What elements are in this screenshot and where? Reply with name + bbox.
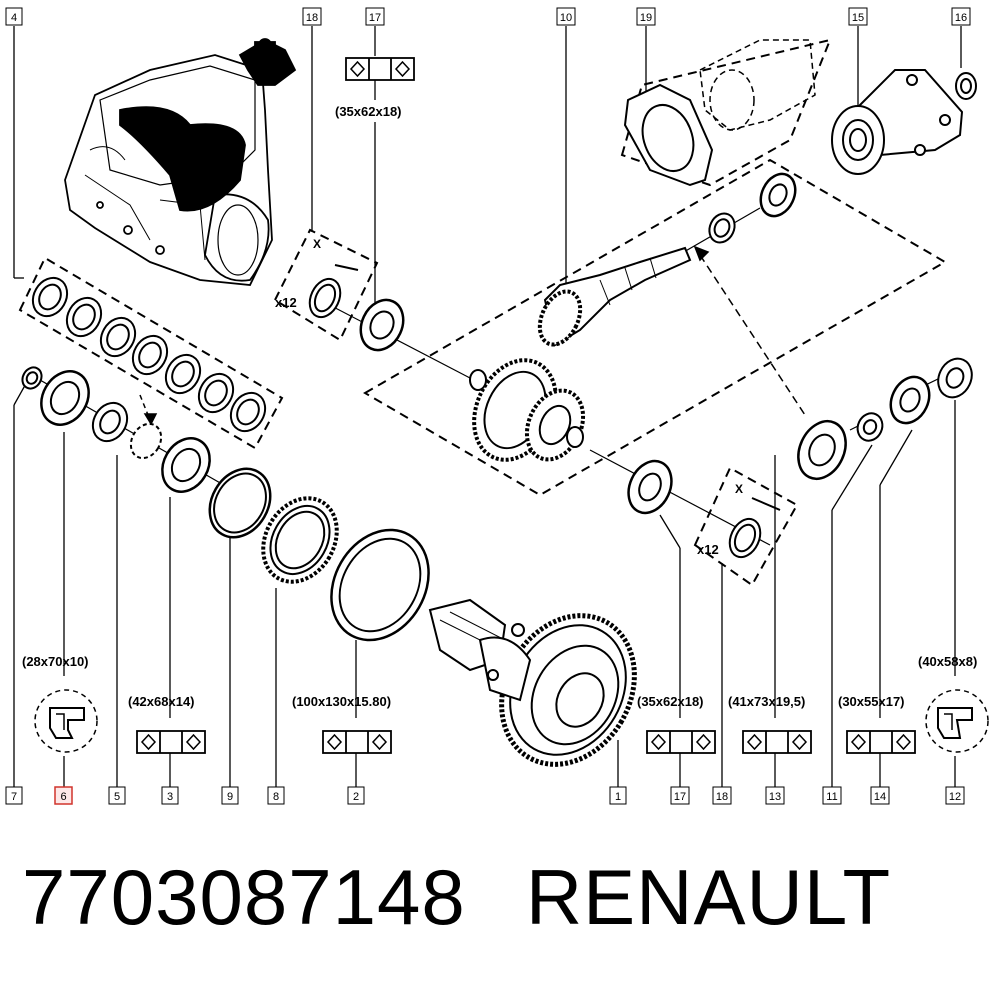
callout-11: 11 xyxy=(822,786,842,805)
callout-19: 19 xyxy=(636,7,656,26)
callout-1: 1 xyxy=(609,786,627,805)
brand-name: RENAULT xyxy=(525,853,892,941)
svg-text:18: 18 xyxy=(306,12,318,24)
callout-12: 12 xyxy=(945,786,965,805)
svg-text:19: 19 xyxy=(640,12,652,24)
svg-text:8: 8 xyxy=(273,791,279,803)
svg-text:12: 12 xyxy=(949,791,961,803)
svg-text:13: 13 xyxy=(769,791,781,803)
svg-text:10: 10 xyxy=(560,12,572,24)
svg-text:2: 2 xyxy=(353,791,359,803)
callout-2: 2 xyxy=(347,786,365,805)
callout-7: 7 xyxy=(5,786,23,805)
x-marks: X x12 X x12 xyxy=(275,237,743,557)
bearing-symbol-17-top xyxy=(345,57,415,81)
bearing-symbol-14 xyxy=(846,730,916,754)
callout-17-bottom: 17 xyxy=(670,786,690,805)
callout-boxes: 4 18 17 10 19 15 16 7 6 5 3 9 8 2 1 17 1… xyxy=(5,7,971,805)
spec-17-bottom: (35x62x18) xyxy=(637,694,704,709)
seal-detail-12 xyxy=(925,689,989,753)
bearing-symbol-17-bottom xyxy=(646,730,716,754)
spec-17-top: (35x62x18) xyxy=(335,104,402,119)
bearing-symbol-3 xyxy=(136,730,206,754)
part-number: 7703087148 xyxy=(22,853,466,941)
leader-lines xyxy=(13,26,962,787)
seal-detail-6 xyxy=(34,689,98,753)
callout-9: 9 xyxy=(221,786,239,805)
callout-14: 14 xyxy=(870,786,890,805)
spec-12: (40x58x8) xyxy=(918,654,977,669)
spec-6: (28x70x10) xyxy=(22,654,89,669)
spec-13: (41x73x19,5) xyxy=(728,694,805,709)
transmission-housing xyxy=(64,38,297,286)
spec-3: (42x68x14) xyxy=(128,694,195,709)
callout-18-top: 18 xyxy=(302,7,322,26)
svg-text:17: 17 xyxy=(674,791,686,803)
svg-text:17: 17 xyxy=(369,12,381,24)
left-shaft-parts xyxy=(21,366,430,642)
callout-16: 16 xyxy=(951,7,971,26)
spec-14: (30x55x17) xyxy=(838,694,905,709)
callout-4: 4 xyxy=(5,7,23,26)
svg-text:14: 14 xyxy=(874,791,886,803)
svg-text:11: 11 xyxy=(826,791,837,803)
pinion-shaft xyxy=(537,246,692,347)
svg-text:15: 15 xyxy=(852,12,864,24)
x12-mark-upper: x12 xyxy=(275,295,297,310)
svg-text:1: 1 xyxy=(615,791,621,803)
crown-gear xyxy=(428,598,637,767)
callout-6: 6 xyxy=(54,786,73,805)
callout-5: 5 xyxy=(108,786,126,805)
x12-mark-lower: x12 xyxy=(697,542,719,557)
svg-text:18: 18 xyxy=(716,791,728,803)
callout-13: 13 xyxy=(765,786,785,805)
arrows xyxy=(139,245,806,426)
svg-text:7: 7 xyxy=(11,791,17,803)
x-mark-lower: X xyxy=(735,482,743,496)
spec-2: (100x130x15.80) xyxy=(292,694,391,709)
svg-text:3: 3 xyxy=(167,791,173,803)
bearing-symbol-13 xyxy=(742,730,812,754)
svg-text:5: 5 xyxy=(114,791,120,803)
svg-text:6: 6 xyxy=(60,791,66,803)
right-bearings xyxy=(627,172,973,559)
svg-text:4: 4 xyxy=(11,12,17,24)
callout-8: 8 xyxy=(267,786,285,805)
callout-15: 15 xyxy=(848,7,868,26)
top-right-parts xyxy=(623,39,977,187)
callout-10: 10 xyxy=(556,7,576,26)
x-mark-upper: X xyxy=(313,237,321,251)
differential-cluster xyxy=(469,358,586,462)
svg-text:9: 9 xyxy=(227,791,233,803)
bearing-symbol-2 xyxy=(322,730,392,754)
callout-3: 3 xyxy=(161,786,179,805)
callout-17-top: 17 xyxy=(365,7,385,26)
callout-18-bottom: 18 xyxy=(712,786,732,805)
spec-labels: (35x62x18) (28x70x10) (42x68x14) (100x13… xyxy=(22,104,977,709)
seal-kit xyxy=(31,276,267,433)
upper-bearings xyxy=(308,264,405,352)
svg-text:16: 16 xyxy=(955,12,967,24)
